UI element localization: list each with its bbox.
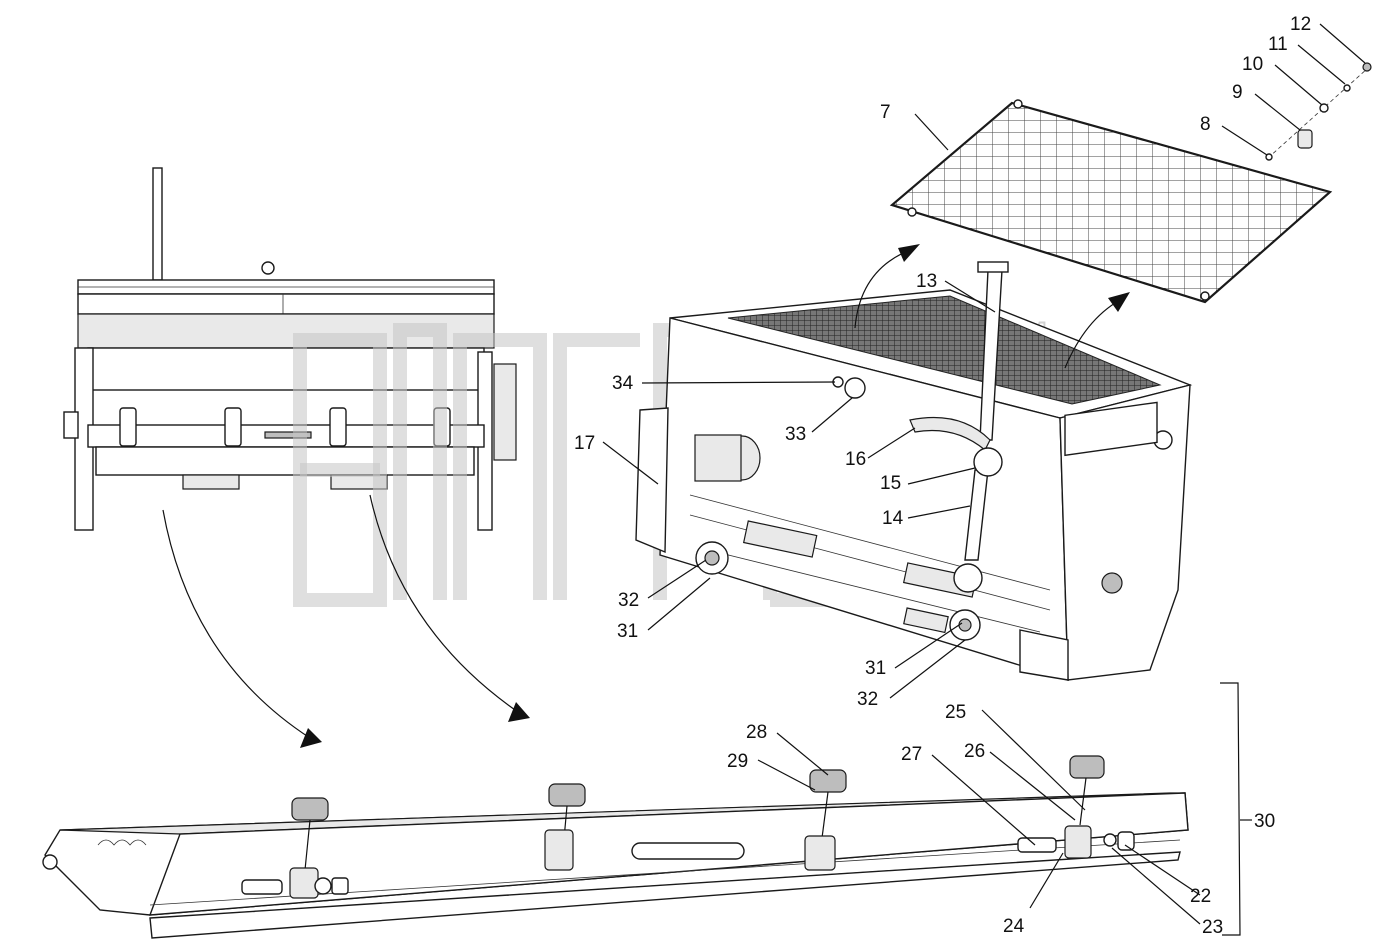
label-part-23: 23 [1202, 917, 1223, 938]
label-part-16: 16 [845, 449, 866, 470]
label-part-32-right: 32 [857, 689, 878, 710]
label-part-30: 30 [1254, 811, 1275, 832]
label-part-22: 22 [1190, 886, 1211, 907]
mesh-lid [889, 99, 1333, 304]
front-view-assembly [63, 167, 517, 531]
curved-arrows-left [162, 494, 530, 748]
label-part-34: 34 [612, 373, 634, 394]
label-part-9: 9 [1232, 82, 1243, 103]
label-part-17: 17 [574, 433, 595, 454]
label-part-28: 28 [746, 722, 767, 743]
label-part-31-right: 31 [865, 658, 886, 679]
leader-lines [602, 23, 1366, 925]
label-part-29: 29 [727, 751, 748, 772]
label-part-10: 10 [1242, 54, 1263, 75]
label-part-14: 14 [882, 508, 904, 529]
label-part-8: 8 [1200, 114, 1211, 135]
blade-knobs [289, 755, 1105, 899]
label-part-26: 26 [964, 741, 985, 762]
label-part-25: 25 [945, 702, 966, 723]
curved-arrows-lid [854, 244, 1130, 369]
front-view-handle-post [152, 167, 163, 281]
hardware-stack [1265, 62, 1372, 161]
label-part-32-left: 32 [618, 590, 639, 611]
label-part-33: 33 [785, 424, 806, 445]
label-part-15: 15 [880, 473, 901, 494]
main-body-assembly [635, 261, 1193, 681]
label-part-13: 13 [916, 271, 937, 292]
part-labels: 7 8 9 10 11 12 13 14 15 16 17 22 23 24 2… [574, 14, 1311, 938]
label-part-24: 24 [1003, 916, 1025, 937]
label-part-12: 12 [1290, 14, 1311, 35]
label-part-11: 11 [1268, 34, 1288, 55]
label-part-31-left: 31 [617, 621, 638, 642]
label-part-7: 7 [880, 102, 891, 123]
label-part-27: 27 [901, 744, 922, 765]
blade-assembly [42, 755, 1189, 939]
